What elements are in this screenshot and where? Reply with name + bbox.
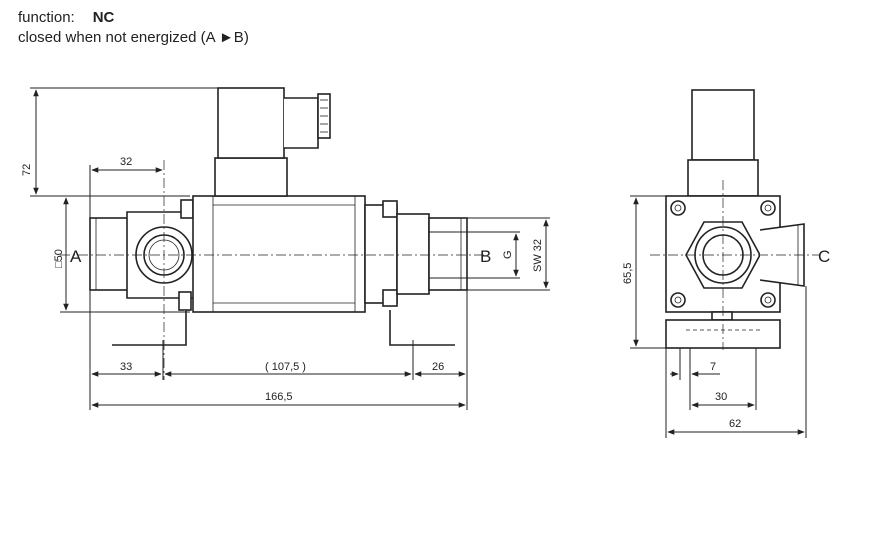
dim-square-50: □50	[53, 249, 65, 268]
valve-body	[192, 195, 366, 313]
dim-port-offset-32: 32	[120, 156, 132, 168]
function-label: function:	[18, 9, 75, 26]
port-c-label: C	[818, 247, 830, 266]
dim-height-72: 72	[21, 164, 33, 176]
port-a-label: A	[70, 247, 82, 266]
dim-wrench-sw32: SW 32	[532, 239, 544, 272]
side-view: 72 □50 32 G SW 32 A B 33 ( 107,5 ) 26	[21, 87, 550, 410]
function-line: function: NC	[18, 8, 249, 28]
dim-total-length: 166,5	[265, 391, 293, 403]
function-value: NC	[92, 9, 115, 26]
end-coil-cap	[691, 89, 755, 161]
dim-width-62: 62	[729, 418, 741, 430]
plug-connector	[217, 87, 285, 159]
dim-foot-right-26: 26	[432, 361, 444, 373]
end-screws	[670, 200, 776, 308]
port-b-label: B	[480, 247, 491, 266]
right-foot	[389, 310, 455, 346]
coil-housing	[214, 157, 288, 197]
end-view: C 65,5 7 30 62	[622, 89, 830, 438]
right-flange	[364, 204, 398, 304]
dim-thread-g: G	[502, 250, 514, 259]
dim-width-30: 30	[715, 391, 727, 403]
dim-offset-7: 7	[710, 361, 716, 373]
function-description: closed when not energized (A ►B)	[18, 29, 249, 46]
dim-body-length: ( 107,5 )	[265, 361, 306, 373]
dim-height-65-5: 65,5	[622, 263, 634, 284]
dim-foot-left-33: 33	[120, 361, 132, 373]
left-foot	[112, 310, 187, 346]
function-header: function: NC closed when not energized (A…	[18, 8, 249, 48]
